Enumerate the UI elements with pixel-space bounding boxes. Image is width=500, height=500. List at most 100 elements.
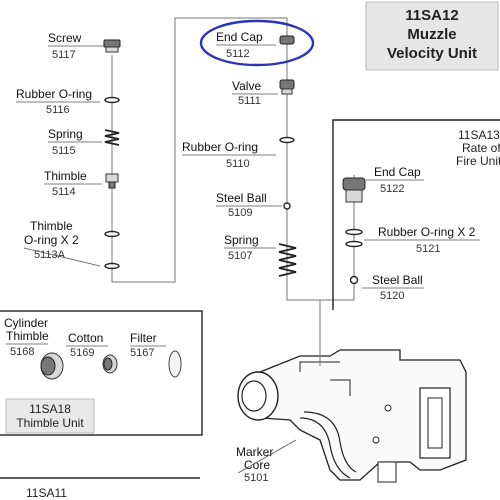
thimble-unit-title: Thimble Unit — [16, 416, 84, 430]
center-part-label: Rubber O-ring — [182, 140, 258, 154]
left-part-label: Rubber O-ring — [16, 87, 92, 101]
rate-unit-title: 11SA13 — [458, 128, 500, 142]
rate-part-code: 5122 — [380, 183, 404, 195]
spring-icon — [104, 129, 120, 146]
marker-core-code: 5101 — [244, 472, 268, 484]
center-part-code: 5111 — [238, 95, 261, 107]
title-box — [365, 1, 499, 71]
rate-part-label: Steel Ball — [372, 273, 423, 287]
thimble-unit-title: 11SA18 — [29, 402, 71, 416]
oring-icon — [345, 240, 363, 248]
rate-part-steel-ball: Steel Ball 5120 — [349, 273, 424, 302]
oring-icon — [279, 136, 295, 144]
thimble-part-label: Filter — [130, 331, 157, 345]
title-line-1: 11SA12 — [405, 7, 458, 24]
thimble-part-label: Cotton — [68, 331, 103, 345]
cotton-inner-icon — [103, 357, 113, 371]
rate-part-code: 5120 — [380, 290, 404, 302]
thimble-unit-title-box — [5, 398, 95, 434]
rate-of-fire-unit: 11SA13 Rate of Fire Unit End Cap 5122 Ru… — [332, 119, 500, 310]
marker-grip-icon — [377, 461, 397, 483]
left-part-thimble: Thimble 5114 — [44, 169, 119, 198]
center-part-label: Valve — [232, 79, 261, 93]
thimble-part-code: 5168 — [10, 346, 34, 358]
marker-core-label-line: Core — [244, 458, 270, 472]
left-part-code: 5113A — [34, 249, 66, 261]
left-part-rubber-oring: Rubber O-ring 5116 — [16, 87, 120, 116]
center-part-code: 5109 — [228, 207, 252, 219]
thimble-part-label: Cylinder — [4, 316, 48, 330]
left-part-code: 5117 — [52, 49, 76, 61]
center-part-rubber-oring: Rubber O-ring 5110 — [182, 136, 295, 170]
rate-unit-title: Rate of — [462, 141, 500, 155]
left-part-label: Screw — [48, 31, 82, 45]
end-cap-body-icon — [345, 189, 363, 203]
left-part-label: O-ring X 2 — [24, 233, 79, 247]
left-column-connector — [111, 17, 287, 283]
rate-column-connector — [320, 175, 355, 301]
marker-core-label: Marker Core 5101 — [236, 439, 297, 484]
left-part-code: 5114 — [52, 186, 76, 198]
bottom-unit: 11SA11 — [0, 477, 200, 500]
screw-thread-icon — [105, 46, 119, 53]
center-part-label: Spring — [224, 233, 259, 247]
rate-unit-title: Fire Unit — [456, 154, 500, 168]
steel-ball-icon — [349, 275, 359, 285]
rate-part-code: 5121 — [416, 243, 440, 255]
thimble-part-code: 5167 — [130, 347, 154, 359]
valve-stem-icon — [281, 88, 293, 95]
title-line-3: Velocity Unit — [387, 45, 477, 62]
left-part-screw: Screw 5117 — [48, 31, 121, 61]
thimble-unit-border — [0, 310, 203, 436]
center-column-connector — [286, 18, 321, 352]
left-part-thimble-oring: Thimble O-ring X 2 5113A — [23, 219, 120, 270]
rate-part-end-cap: End Cap 5122 — [342, 165, 424, 203]
center-part-code: 5112 — [226, 48, 250, 60]
rate-part-rubber-oring: Rubber O-ring X 2 5121 — [345, 225, 480, 255]
oring-icon — [345, 228, 363, 236]
thimble-stem-icon — [108, 181, 116, 189]
spring-icon — [278, 243, 297, 277]
center-part-label: Steel Ball — [216, 191, 267, 205]
left-part-code: 5115 — [52, 145, 76, 157]
rate-part-label: Rubber O-ring X 2 — [378, 225, 476, 239]
center-part-code: 5107 — [228, 250, 252, 262]
thimble-part-filter: Filter 5167 — [130, 331, 182, 378]
thimble-icon — [105, 173, 119, 183]
oring-icon — [104, 230, 120, 238]
rate-unit-border — [332, 119, 500, 310]
filter-icon — [168, 350, 182, 378]
screw-icon — [103, 39, 121, 48]
end-cap-icon — [342, 177, 366, 191]
oring-icon — [104, 262, 120, 270]
rate-part-label: End Cap — [374, 165, 421, 179]
left-part-label: Spring — [48, 127, 83, 141]
marker-core-drawing — [237, 349, 467, 483]
oring-icon — [104, 96, 120, 104]
center-part-code: 5110 — [226, 158, 250, 170]
center-part-label: End Cap — [216, 30, 263, 44]
center-part-spring: Spring 5107 — [224, 233, 297, 277]
end-cap-icon — [279, 35, 295, 45]
highlight-circle — [199, 19, 315, 67]
cylinder-thimble-face-icon — [40, 356, 56, 376]
valve-icon — [279, 79, 295, 90]
left-part-label: Thimble — [30, 219, 73, 233]
center-part-end-cap: End Cap 5112 — [199, 19, 315, 67]
thimble-part-code: 5169 — [70, 347, 94, 359]
thimble-unit: 11SA18 Thimble Unit Cylinder Thimble 516… — [0, 310, 203, 436]
thimble-part-cotton: Cotton 5169 — [66, 331, 118, 374]
title-line-2: Muzzle — [407, 26, 456, 43]
marker-core-label-line: Marker — [236, 445, 273, 459]
steel-ball-icon — [283, 202, 291, 210]
thimble-part-cylinder-thimble: Cylinder Thimble 5168 — [4, 316, 64, 380]
center-part-steel-ball: Steel Ball 5109 — [216, 191, 291, 219]
center-part-valve: Valve 5111 — [232, 79, 295, 107]
left-part-code: 5116 — [46, 104, 70, 116]
bottom-unit-title: 11SA11 — [26, 486, 67, 500]
left-part-spring: Spring 5115 — [48, 127, 120, 157]
thimble-part-label: Thimble — [6, 329, 49, 343]
left-part-label: Thimble — [44, 169, 87, 183]
